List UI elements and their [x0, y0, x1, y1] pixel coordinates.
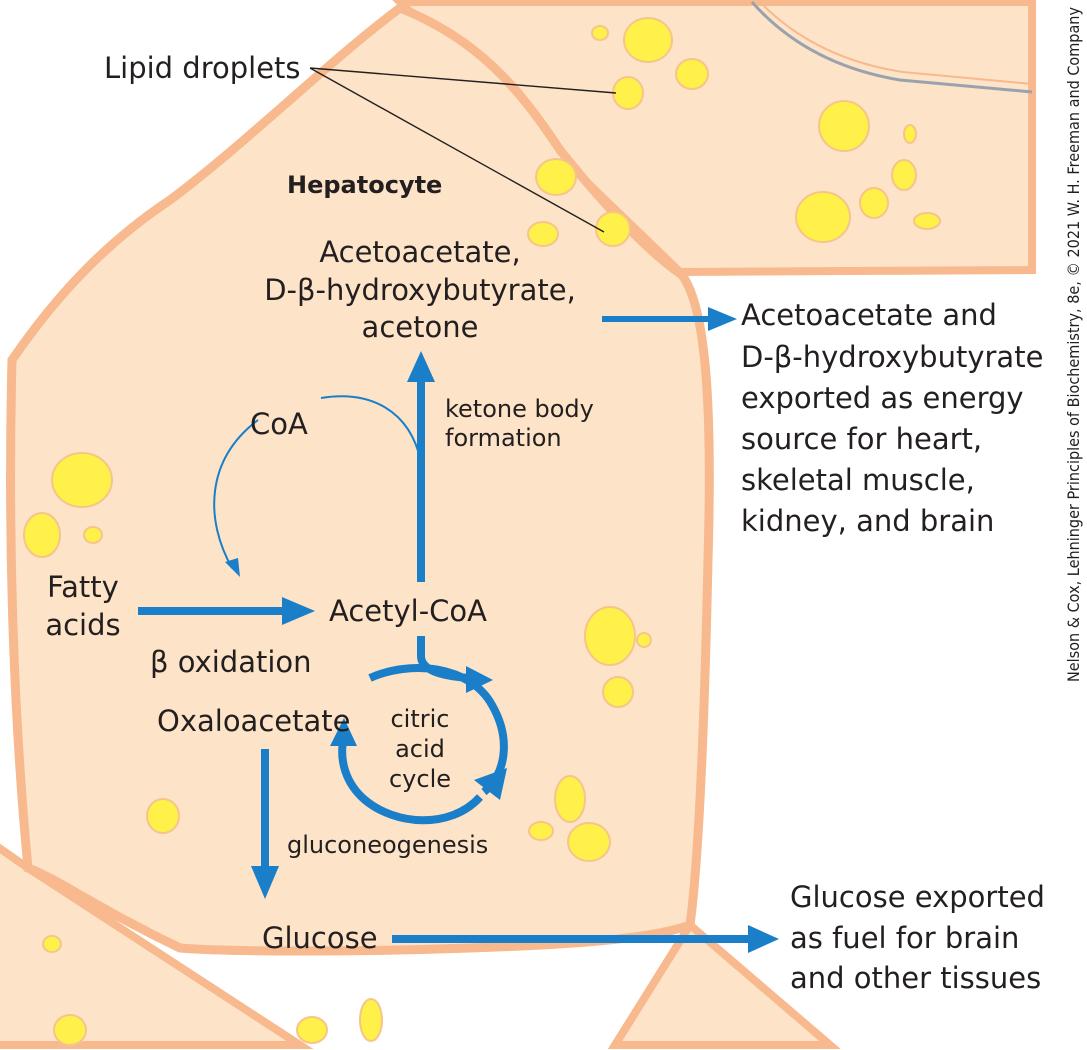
ketone-bodies-line2: D-β-hydroxybutyrate, [264, 273, 576, 307]
ketone-export-label-3: exported as energy [741, 381, 1024, 415]
ketone-export-label-4: source for heart, [741, 422, 982, 456]
lipid-droplet [623, 17, 673, 63]
lipid-droplet [528, 821, 554, 841]
lipid-droplet-leaders [309, 67, 617, 233]
cycle-arrowhead-right [474, 768, 507, 800]
neighbor-nucleus-edge-inner [759, 1, 1033, 85]
lipid-droplet [146, 798, 180, 834]
citric-acid-cycle-label-3: cycle [389, 765, 451, 793]
fatty-acids-label-2: acids [45, 608, 120, 642]
citric-acid-cycle-label-2: acid [395, 735, 445, 763]
lipid-droplets [23, 17, 941, 1046]
lipid-droplet [612, 76, 644, 110]
lipid-droplet [675, 58, 709, 90]
lipid-droplet [795, 191, 851, 243]
lipid-droplets-label: Lipid droplets [104, 51, 301, 85]
credit-line: Nelson & Cox, Lehninger Principles of Bi… [1064, 7, 1083, 682]
ketone-formation-label-1: ketone body [445, 395, 594, 423]
ketone-formation-arrowhead [407, 351, 435, 382]
hepatocyte-label: Hepatocyte [287, 171, 442, 199]
cycle-arrowhead-left [330, 718, 357, 746]
beta-oxidation-arrowhead [282, 597, 315, 625]
lipid-droplet [23, 512, 61, 558]
citric-acid-cycle-label-1: citric [390, 705, 449, 733]
glucose-export-label-1: Glucose exported [790, 880, 1045, 914]
lipid-droplet [891, 159, 917, 191]
lipid-droplet [602, 676, 634, 708]
lipid-droplet [53, 1014, 87, 1046]
lipid-droplet [636, 632, 652, 648]
lipid-droplet [296, 1016, 328, 1044]
lipid-droplet [51, 452, 113, 508]
neighbor-cell-bottom-right [607, 918, 841, 1049]
glucose-export-label-3: and other tissues [790, 961, 1041, 995]
glucose-label: Glucose [262, 921, 378, 955]
coa-reentry-arrowhead [225, 558, 240, 577]
ketone-bodies-line1: Acetoacetate, [319, 235, 520, 269]
neighbor-cell-bottom-left [0, 843, 314, 1049]
lipid-droplet [567, 822, 611, 862]
lipid-droplet [83, 526, 103, 544]
citric-acid-cycle-ring-right [368, 664, 508, 796]
lipid-droplet [527, 221, 559, 247]
ketone-export-label-2: D-β-hydroxybutyrate [741, 340, 1043, 374]
lipid-droplet [359, 998, 383, 1042]
citric-acid-cycle-ring-bottom [338, 741, 483, 825]
lipid-droplet [818, 100, 870, 152]
oxaloacetate-label: Oxaloacetate [157, 704, 350, 738]
ketone-formation-label-2: formation [445, 424, 562, 452]
ketone-export-label-1: Acetoacetate and [741, 298, 997, 332]
glucose-export-arrowhead [748, 925, 779, 953]
ketone-export-arrowhead [708, 307, 737, 331]
lipid-droplet [42, 935, 62, 953]
acetyl-coa-label: Acetyl-CoA [329, 594, 487, 628]
coa-reentry-curve [213, 419, 259, 569]
ketone-export-label-6: kidney, and brain [741, 504, 994, 538]
beta-oxidation-label: β oxidation [150, 645, 312, 679]
coa-release-curve [320, 395, 422, 463]
lipid-droplet [903, 124, 917, 144]
lipid-droplet [584, 606, 636, 666]
gluconeogenesis-label: gluconeogenesis [287, 831, 488, 859]
glucose-export-label-2: as fuel for brain [790, 921, 1019, 955]
lipid-droplet [859, 187, 889, 219]
lipid-droplet [913, 212, 941, 230]
lipid-droplet [535, 158, 577, 196]
lipid-droplet [595, 211, 631, 247]
fatty-acids-label-1: Fatty [47, 570, 119, 604]
ketone-export-label-5: skeletal muscle, [741, 463, 975, 497]
ketone-bodies-line3: acetone [362, 310, 479, 344]
lipid-droplet [554, 775, 586, 823]
neighbor-nucleus-edge [750, 1, 1033, 94]
lipid-droplet [591, 25, 609, 41]
gluconeogenesis-arrowhead [251, 866, 279, 899]
pathway-arrows [138, 307, 779, 953]
coa-label: CoA [250, 407, 308, 441]
